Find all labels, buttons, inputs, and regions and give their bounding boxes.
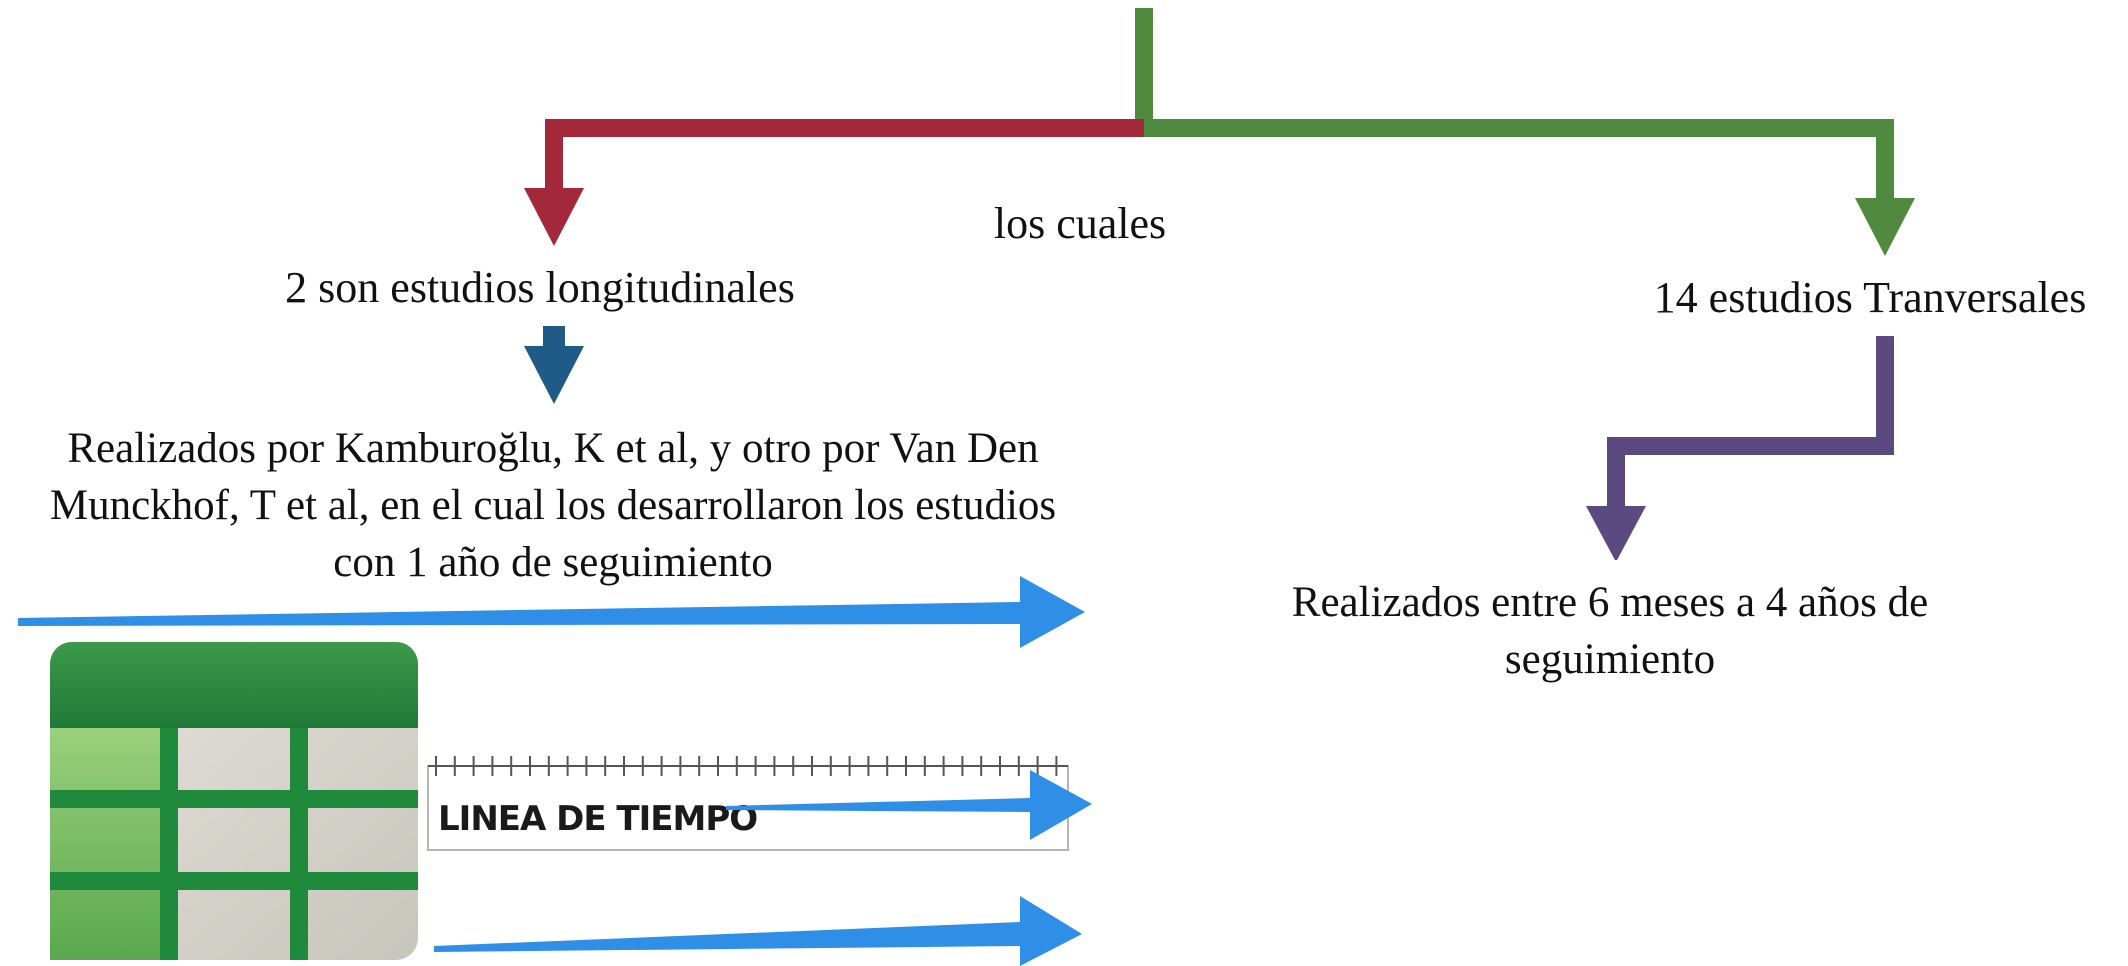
- connector-label: los cuales: [993, 199, 1167, 248]
- top-timeline-arrow: [18, 576, 1085, 648]
- timeline-label: LINEA DE TIEMPO: [438, 799, 757, 839]
- right-branch-connector: [1135, 8, 1894, 200]
- left-branch-heading: 2 son estudios longitudinales: [285, 263, 795, 312]
- down-arrow-shaft: [543, 326, 565, 348]
- left-branch-detail: Realizados por Kamburoğlu, K et al, y ot…: [49, 425, 1057, 586]
- right-detail-connector: [1607, 336, 1894, 510]
- spreadsheet-icon: [50, 642, 418, 960]
- right-detail-arrowhead: [1586, 506, 1646, 560]
- left-branch-connector: [545, 119, 1144, 190]
- down-arrow-icon: [524, 346, 584, 404]
- right-branch-arrowhead: [1855, 198, 1915, 256]
- right-branch-heading: 14 estudios Tranversales: [1653, 273, 2087, 322]
- bottom-timeline-arrow: [434, 896, 1082, 966]
- timeline-illustration: LINEA DE TIEMPO: [18, 576, 1092, 966]
- middle-timeline-arrow: [726, 770, 1092, 840]
- left-branch-arrowhead: [524, 188, 584, 246]
- right-branch-detail: Realizados entre 6 meses a 4 años de seg…: [1291, 579, 1929, 683]
- diagram-connectors: [524, 8, 1915, 560]
